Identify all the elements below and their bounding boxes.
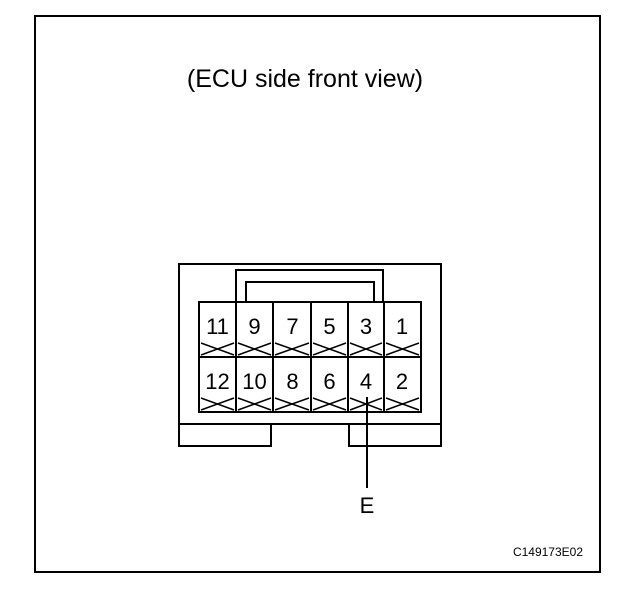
terminal-latch-left-4: [349, 397, 369, 411]
terminal-latch-left-11: [200, 342, 220, 356]
terminal-latch-right-4: [363, 397, 383, 411]
terminal-label-5: 5: [323, 314, 335, 339]
terminal-cell-2: [383, 356, 422, 413]
terminal-latch-right-9: [252, 342, 272, 356]
terminal-latch-right-2: [400, 397, 420, 411]
terminal-label-9: 9: [248, 314, 260, 339]
terminal-latch-right-6: [327, 397, 347, 411]
terminal-latch-left-10: [237, 397, 257, 411]
terminal-latch-right-7: [289, 342, 310, 356]
terminal-latch-right-5: [327, 342, 347, 356]
terminal-latch-right-3: [363, 342, 383, 356]
terminal-label-6: 6: [323, 369, 335, 394]
terminal-latch-left-9: [237, 342, 257, 356]
terminal-label-3: 3: [360, 314, 372, 339]
terminal-latch-left-6: [312, 397, 332, 411]
terminal-latch-right-11: [215, 342, 235, 356]
terminal-label-7: 7: [286, 314, 298, 339]
terminal-label-10: 10: [242, 369, 266, 394]
figure-code: C149173E02: [513, 545, 583, 559]
terminal-label-8: 8: [286, 369, 298, 394]
terminal-latch-right-10: [252, 397, 272, 411]
terminal-latch-left-12: [200, 397, 220, 411]
terminal-label-11: 11: [206, 314, 229, 339]
terminal-latch-right-12: [215, 397, 235, 411]
terminal-latch-left-2: [385, 397, 405, 411]
terminal-latch-right-1: [400, 342, 420, 356]
terminal-latch-left-8: [274, 397, 295, 411]
terminal-label-4: 4: [360, 369, 372, 394]
terminal-labels: 11 9 7 5 3 1 12 10 8 6 4 2: [205, 314, 408, 394]
terminal-latch-left-5: [312, 342, 332, 356]
terminal-latch-left-7: [274, 342, 295, 356]
terminal-latch-right-8: [289, 397, 310, 411]
terminal-latch-left-3: [349, 342, 369, 356]
callout-label: E: [360, 493, 375, 518]
terminal-label-2: 2: [396, 369, 408, 394]
view-title: (ECU side front view): [187, 65, 423, 93]
terminal-label-12: 12: [205, 369, 229, 394]
terminal-label-1: 1: [396, 314, 408, 339]
connector-housing: [178, 263, 442, 447]
terminal-latch-left-1: [385, 342, 405, 356]
outer-frame: [34, 15, 601, 573]
terminal-grid: [198, 301, 422, 413]
